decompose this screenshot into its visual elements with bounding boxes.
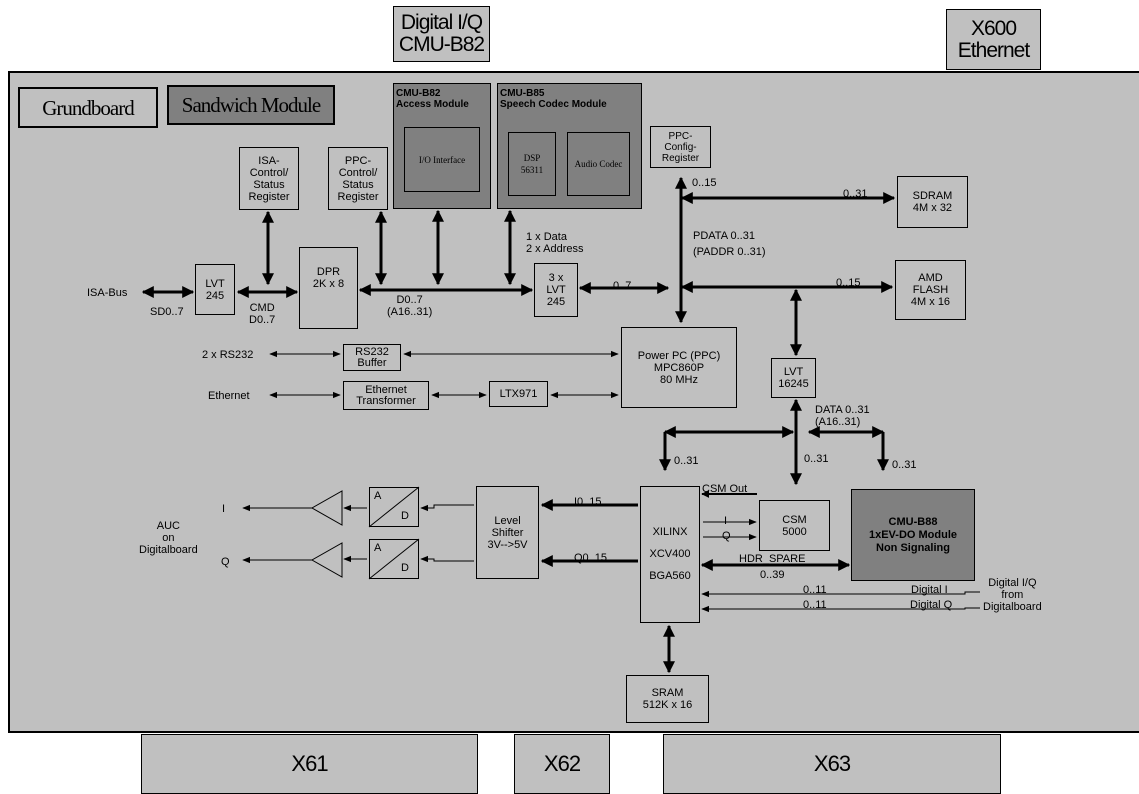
module-cmu-b82-title: CMU-B82 Access Module <box>396 88 469 110</box>
module-cmu-b85-title: CMU-B85 Speech Codec Module <box>500 88 607 110</box>
label-cmd-d0-7: CMD D0..7 <box>249 302 276 326</box>
label-0-39: 0..39 <box>760 569 785 581</box>
label-digital-iq-from: Digital I/Q from Digitalboard <box>983 577 1042 613</box>
label-output-i: I <box>222 503 226 515</box>
label-0-11-i: 0..11 <box>803 584 827 596</box>
ppc-control-status-register: PPC- Control/ Status Register <box>328 147 388 210</box>
ppc-config-register: PPC- Config- Register <box>650 126 711 168</box>
label-0-15-ppc: 0..15 <box>692 177 717 189</box>
label-0-31-left: 0..31 <box>674 455 699 467</box>
label-0-7: 0..7 <box>613 280 632 292</box>
adc-i-a-label: A <box>374 490 382 502</box>
adc-q-a-label: A <box>374 542 382 554</box>
label-0-15-flash: 0..15 <box>836 277 861 289</box>
isa-control-status-register: ISA- Control/ Status Register <box>239 147 299 210</box>
label-isa-bus: ISA-Bus <box>87 287 128 299</box>
module-cmu-b88: CMU-B88 1xEV-DO Module Non Signaling <box>851 489 975 581</box>
legend-grundboard: Grundboard <box>18 87 158 128</box>
connector-x62: X62 <box>514 734 610 794</box>
lvt16245-block: LVT 16245 <box>771 358 816 398</box>
label-2x-rs232: 2 x RS232 <box>202 349 254 361</box>
connector-x63: X63 <box>663 734 1001 794</box>
csm5000-block: CSM 5000 <box>759 500 830 551</box>
sdram-block: SDRAM 4M x 32 <box>897 176 968 228</box>
dpr-block: DPR 2K x 8 <box>299 247 358 329</box>
label-d0-7-a16-31: D0..7 (A16..31) <box>387 294 433 318</box>
ltx971-block: LTX971 <box>489 381 548 407</box>
label-output-q: Q <box>221 556 230 568</box>
audio-codec-block: Audio Codec <box>567 132 630 196</box>
amd-flash-block: AMD FLASH 4M x 16 <box>895 260 966 320</box>
label-digital-i: Digital I <box>911 584 948 596</box>
label-0-31-right: 0..31 <box>892 459 917 471</box>
label-0-11-q: 0..11 <box>803 599 827 611</box>
lvt245-block: LVT 245 <box>195 264 235 315</box>
connector-x600: X600 Ethernet <box>946 9 1041 70</box>
label-sd0-7: SD0..7 <box>150 306 184 318</box>
xilinx-fpga-block: XILINX XCV400 BGA560 <box>640 486 700 623</box>
label-0-31-mid: 0..31 <box>804 453 829 465</box>
label-i0-15: I0..15 <box>574 496 602 508</box>
io-interface-block: I/O Interface <box>404 127 480 192</box>
ethernet-transformer-block: Ethernet Transformer <box>343 381 429 410</box>
legend-sandwich-module: Sandwich Module <box>167 85 335 125</box>
adc-i-d-label: D <box>401 510 409 522</box>
label-csm-out: CSM Out <box>702 483 748 495</box>
power-pc-block: Power PC (PPC) MPC860P 80 MHz <box>621 327 737 408</box>
label-auc-digitalboard: AUC on Digitalboard <box>139 520 198 556</box>
sram-block: SRAM 512K x 16 <box>626 675 709 723</box>
lvt245-x3-block: 3 x LVT 245 <box>534 263 578 317</box>
dsp-block: DSP 56311 <box>508 132 556 196</box>
label-i-csm: I <box>724 515 728 527</box>
adc-q-d-label: D <box>401 562 409 574</box>
rs232-buffer-block: RS232 Buffer <box>343 344 401 371</box>
label-0-31-sdram: 0..31 <box>843 188 868 200</box>
label-digital-q: Digital Q <box>910 599 953 611</box>
level-shifter-block: Level Shifter 3V-->5V <box>476 486 539 579</box>
label-pdata: PDATA 0..31 (PADDR 0..31) <box>693 230 766 258</box>
label-data-address: 1 x Data 2 x Address <box>526 231 584 255</box>
label-hdr-spare: HDR_SPARE <box>739 553 806 565</box>
label-q-csm: Q <box>722 530 731 542</box>
connector-digital-iq: Digital I/Q CMU-B82 <box>393 6 490 62</box>
label-q0-15: Q0..15 <box>574 552 608 564</box>
label-data-0-31: DATA 0..31 (A16..31) <box>815 404 870 428</box>
label-ethernet: Ethernet <box>208 390 250 402</box>
